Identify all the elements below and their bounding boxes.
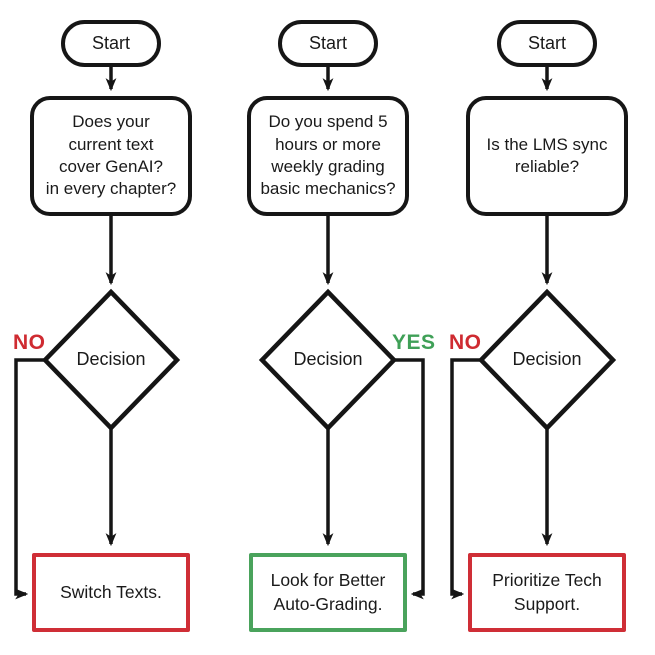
branch-no-path-3: [450, 358, 481, 600]
branch-no-path-1: [14, 358, 45, 600]
decision-label-3: Decision: [512, 349, 582, 369]
branch-yes-path-2: [394, 358, 425, 600]
decision-label-1: Decision: [76, 349, 146, 369]
column-2-connectors: [258, 66, 425, 600]
decision-label-2: Decision: [293, 349, 363, 369]
start-label-1: Start: [91, 33, 130, 53]
result-node-1: Switch Texts.: [32, 553, 190, 632]
result-text-1: Switch Texts.: [60, 581, 162, 602]
branch-label-3: NO: [449, 331, 482, 354]
branch-label-2: YES: [392, 331, 436, 354]
branch-label-1: NO: [13, 331, 46, 354]
column-1-connectors: [14, 66, 181, 600]
start-node-2: Start: [278, 20, 378, 67]
column-3-connectors: [450, 66, 617, 600]
start-label-3: Start: [527, 33, 566, 53]
start-node-1: Start: [61, 20, 161, 67]
start-node-3: Start: [497, 20, 597, 67]
start-label-2: Start: [308, 33, 347, 53]
